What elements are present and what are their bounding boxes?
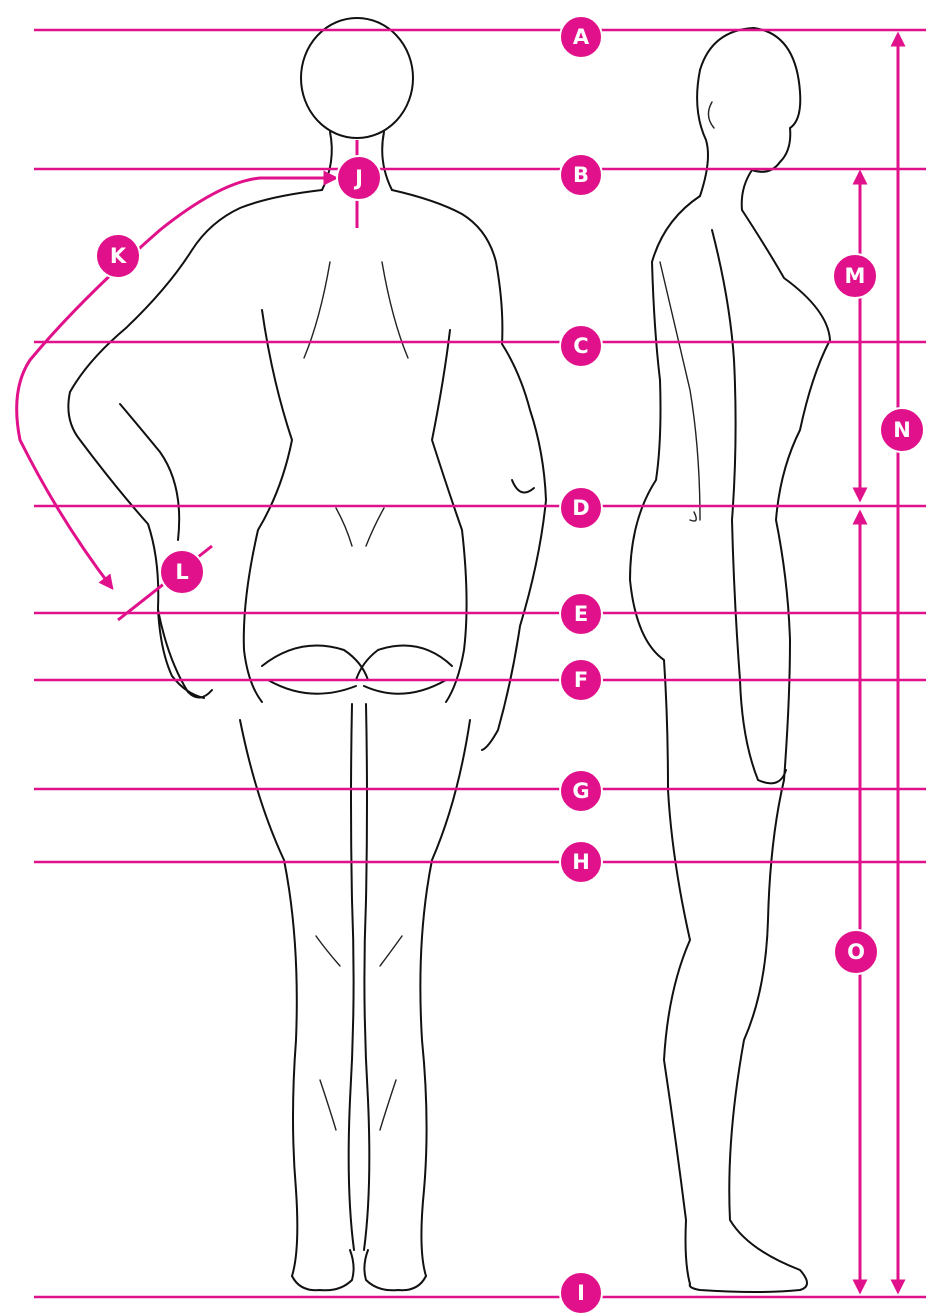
badge-e-label: E — [574, 602, 588, 626]
badge-e: E — [560, 593, 602, 635]
vertical-span-arrows — [860, 34, 898, 1292]
badge-k: K — [96, 234, 140, 278]
badge-m: M — [833, 254, 877, 298]
badge-d-label: D — [572, 496, 589, 520]
badge-i-label: I — [577, 1281, 585, 1305]
k-arc-arrow — [17, 178, 336, 588]
badge-a: A — [560, 16, 602, 58]
badge-j: J — [337, 156, 381, 200]
badge-l: L — [160, 550, 204, 594]
badge-h: H — [560, 841, 602, 883]
badge-g-label: G — [572, 779, 589, 803]
badge-b: B — [560, 154, 602, 196]
badge-c: C — [560, 325, 602, 367]
badge-i: I — [560, 1272, 602, 1313]
back-view-figure — [68, 18, 546, 1290]
badge-l-label: L — [175, 560, 188, 584]
badge-m-label: M — [845, 264, 866, 288]
badge-b-label: B — [573, 163, 589, 187]
badge-c-label: C — [573, 334, 588, 358]
badge-h-label: H — [572, 850, 590, 874]
badge-n-label: N — [893, 418, 911, 442]
badge-k-label: K — [110, 244, 127, 268]
badge-d: D — [560, 487, 602, 529]
badge-f-label: F — [574, 668, 588, 692]
badge-j-label: J — [353, 166, 363, 190]
badge-a-label: A — [573, 25, 590, 49]
badge-o-label: O — [847, 940, 865, 964]
neck-to-wrist-markers — [17, 140, 357, 620]
badge-f: F — [560, 659, 602, 701]
badge-g: G — [560, 770, 602, 812]
badge-n: N — [880, 408, 924, 452]
badge-o: O — [834, 930, 878, 974]
side-view-figure — [630, 28, 830, 1292]
